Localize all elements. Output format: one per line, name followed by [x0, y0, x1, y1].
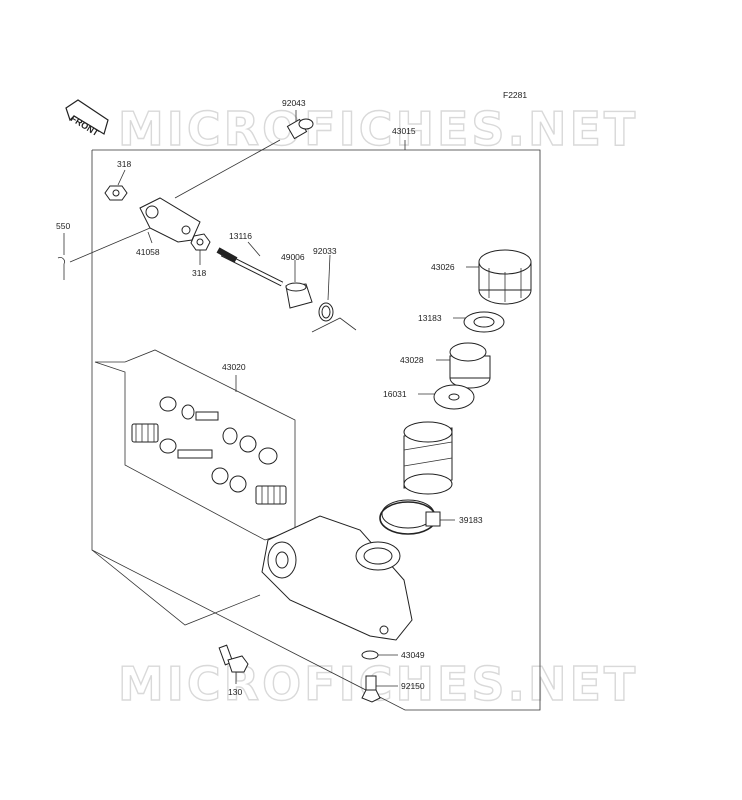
part-550-cotter-pin — [57, 257, 65, 280]
part-13183-plate — [463, 311, 505, 333]
label-43049: 43049 — [401, 650, 425, 660]
part-43026-cap — [478, 249, 532, 305]
label-318-middle: 318 — [192, 268, 206, 278]
part-13116-push-rod — [216, 247, 284, 287]
part-43049-washer — [361, 650, 379, 660]
label-13116: 13116 — [229, 231, 252, 241]
label-43020: 43020 — [222, 362, 246, 372]
part-reservoir-hose — [403, 421, 453, 495]
label-43015: 43015 — [392, 126, 416, 136]
part-39183-clamp — [379, 499, 441, 535]
part-16031-washer — [433, 384, 475, 410]
label-41058: 41058 — [136, 247, 160, 257]
part-43028-diaphragm — [449, 342, 491, 389]
master-cylinder-body — [261, 515, 413, 641]
part-labels: 92043 43015 318 550 41058 318 13116 4900… — [56, 98, 483, 697]
label-318-top: 318 — [117, 159, 131, 169]
diagram-code: F2281 — [503, 90, 527, 100]
label-550: 550 — [56, 221, 70, 231]
leader-lines — [63, 110, 482, 687]
label-49006: 49006 — [281, 252, 305, 262]
label-13183: 13183 — [418, 313, 442, 323]
part-92043-pin — [286, 118, 314, 140]
label-92043: 92043 — [282, 98, 306, 108]
assembly-frame — [91, 140, 541, 711]
part-318-nut-top — [104, 185, 128, 201]
label-92150: 92150 — [401, 681, 425, 691]
label-39183: 39183 — [459, 515, 483, 525]
part-318-nut-middle — [190, 233, 211, 251]
label-43028: 43028 — [400, 355, 424, 365]
watermark-top: MICROFICHES.NET — [118, 102, 638, 156]
part-92150-bleeder — [361, 675, 381, 703]
label-130: 130 — [228, 687, 242, 697]
piston-kit-parts — [131, 396, 287, 505]
front-arrow-icon: FRONT — [65, 99, 109, 138]
watermark-bottom: MICROFICHES.NET — [118, 657, 638, 711]
part-49006-boot — [285, 282, 313, 309]
label-92033: 92033 — [313, 246, 337, 256]
part-130-bolt — [218, 644, 249, 673]
piston-kit-frame — [94, 349, 296, 541]
label-16031: 16031 — [383, 389, 407, 399]
label-43026: 43026 — [431, 262, 455, 272]
part-92033-snap-ring — [318, 302, 334, 322]
